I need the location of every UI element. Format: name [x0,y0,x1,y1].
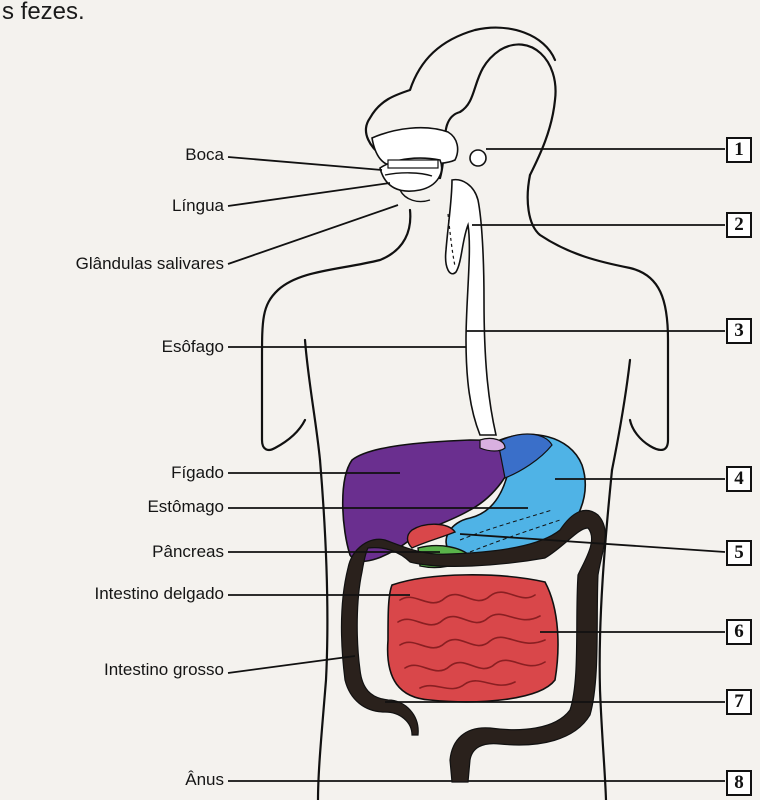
label-anus: Ânus [14,770,224,790]
number-box-3: 3 [726,318,752,344]
leader-lingua [228,183,390,206]
label-glandulas-salivares: Glândulas salivares [0,254,224,274]
label-boca: Boca [14,145,224,165]
number-box-6: 6 [726,619,752,645]
label-figado: Fígado [14,463,224,483]
number-box-7: 7 [726,689,752,715]
label-estomago: Estômago [14,497,224,517]
number-box-5: 5 [726,540,752,566]
number-box-2: 2 [726,212,752,238]
leader-boca [228,157,382,170]
label-esofago: Esôfago [14,337,224,357]
number-box-1: 1 [726,137,752,163]
number-box-4: 4 [726,466,752,492]
leader-intestino-grosso [228,656,355,673]
label-lingua: Língua [14,196,224,216]
number-box-8: 8 [726,770,752,796]
leader-glandulas [228,205,398,264]
label-intestino-delgado: Intestino delgado [14,584,224,604]
label-pancreas: Pâncreas [14,542,224,562]
label-intestino-grosso: Intestino grosso [14,660,224,680]
esophagus [446,180,496,435]
small-intestine [388,575,558,702]
